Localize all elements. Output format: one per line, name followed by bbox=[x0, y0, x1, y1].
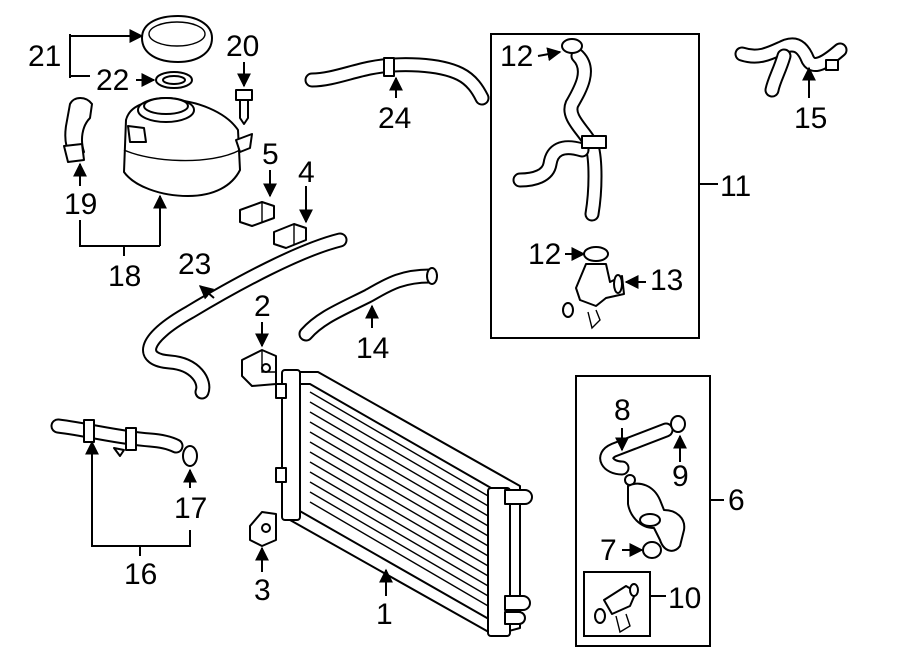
hose-clamp-7 bbox=[642, 541, 662, 559]
cap-seal bbox=[155, 71, 193, 89]
thermostat-flange-13 bbox=[562, 263, 625, 330]
callout-4: 4 bbox=[298, 156, 315, 189]
upper-hose-24 bbox=[304, 57, 490, 106]
callout-5: 5 bbox=[262, 138, 279, 171]
coolant-pipe-14 bbox=[298, 267, 438, 342]
pipe-seal-17 bbox=[182, 445, 198, 467]
kit-box-6 bbox=[575, 375, 711, 647]
callout-3: 3 bbox=[254, 574, 271, 607]
callout-20: 20 bbox=[226, 30, 259, 63]
hose-clamp-12-upper bbox=[561, 38, 583, 54]
callout-10: 10 bbox=[668, 582, 701, 615]
coolant-temp-sensor-5 bbox=[239, 201, 275, 227]
kit-box-10 bbox=[583, 571, 651, 637]
kit-box-11 bbox=[490, 33, 700, 339]
bypass-hose-23 bbox=[142, 232, 348, 400]
hose-clamp-12-lower bbox=[583, 246, 609, 262]
callout-12-upper: 12 bbox=[500, 40, 533, 73]
callout-8: 8 bbox=[614, 394, 631, 427]
radiator bbox=[275, 369, 533, 637]
leader-lines bbox=[69, 29, 816, 597]
callout-18: 18 bbox=[108, 260, 141, 293]
coolant-reservoir bbox=[123, 97, 253, 197]
callout-24: 24 bbox=[378, 102, 411, 135]
callout-14: 14 bbox=[356, 332, 389, 365]
reservoir-hose bbox=[63, 97, 93, 163]
coolant-temp-sensor-4 bbox=[273, 223, 307, 249]
lower-mount-bracket bbox=[249, 511, 277, 547]
callout-15: 15 bbox=[794, 102, 827, 135]
callout-2: 2 bbox=[254, 290, 271, 323]
reservoir-cap bbox=[141, 15, 213, 63]
water-pipe-16 bbox=[50, 418, 184, 457]
callout-1: 1 bbox=[376, 598, 393, 631]
callout-13: 13 bbox=[650, 264, 683, 297]
callout-9: 9 bbox=[672, 460, 689, 493]
callout-17: 17 bbox=[174, 492, 207, 525]
callout-12-lower: 12 bbox=[528, 238, 561, 271]
upper-mount-bracket bbox=[241, 349, 277, 387]
sensor-kit-10 bbox=[594, 583, 639, 634]
callout-16: 16 bbox=[124, 558, 157, 591]
radiator-hose-11 bbox=[512, 48, 607, 222]
callout-6: 6 bbox=[728, 484, 745, 517]
callout-11: 11 bbox=[720, 170, 751, 203]
heater-hose-15 bbox=[734, 37, 848, 98]
callout-numbers: 1 2 3 4 5 6 7 8 9 10 11 12 12 13 14 15 1… bbox=[28, 30, 827, 631]
callout-23: 23 bbox=[178, 248, 211, 281]
callout-22: 22 bbox=[96, 64, 129, 97]
callout-19: 19 bbox=[64, 188, 97, 221]
coolant-hose-8 bbox=[599, 422, 674, 476]
callout-21: 21 bbox=[28, 40, 61, 73]
mounting-screw bbox=[235, 89, 253, 125]
callout-7: 7 bbox=[600, 534, 617, 567]
coolant-flange-6 bbox=[627, 482, 686, 552]
